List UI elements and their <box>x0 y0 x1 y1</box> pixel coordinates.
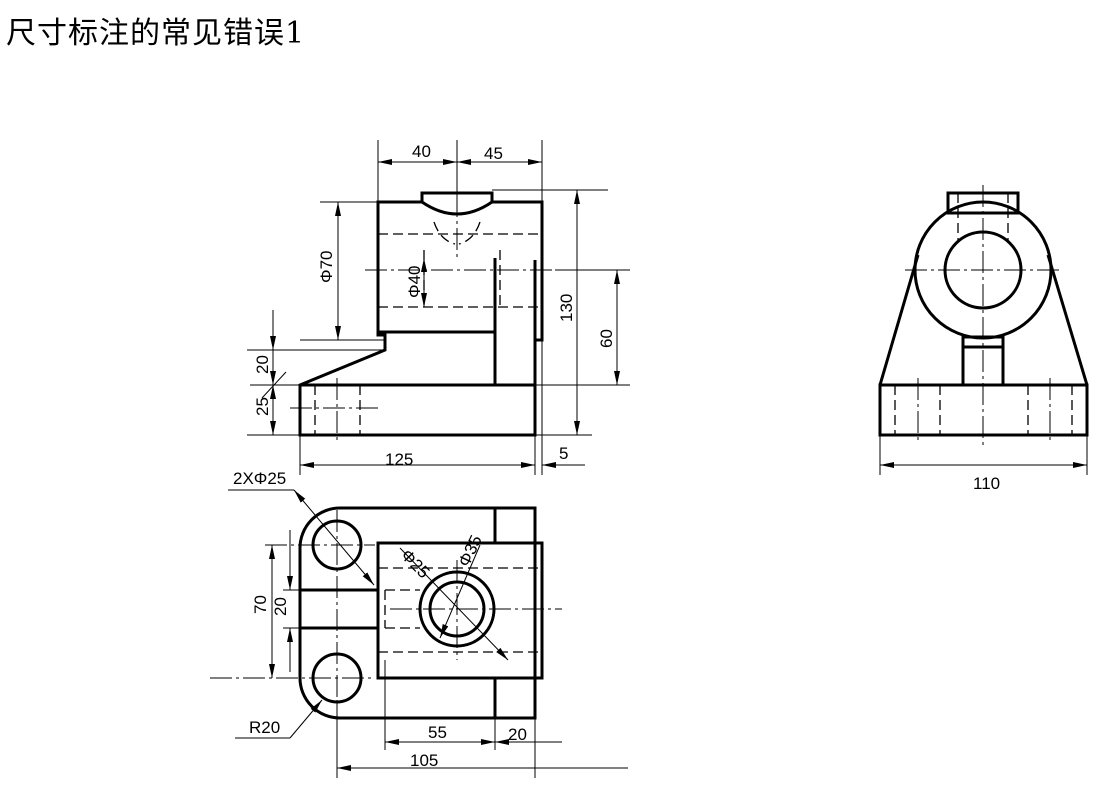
dim-text-25: 25 <box>253 397 272 416</box>
dim-text-45: 45 <box>484 144 503 163</box>
page-title: 尺寸标注的常见错误1 <box>6 16 306 51</box>
leader-slash <box>261 371 287 399</box>
dim-text-5: 5 <box>559 444 568 463</box>
front-view: 40 45 Φ70 Φ40 130 60 20 25 <box>247 140 630 475</box>
dim-text-55: 55 <box>428 723 447 742</box>
front-body-outline <box>298 191 544 437</box>
front-hole-hidden-right <box>458 221 481 245</box>
dim-text-20: 20 <box>271 597 290 616</box>
leader-phi25 <box>399 547 509 661</box>
top-body-outline <box>376 541 544 680</box>
top-view: 2XΦ25 Φ25 Φ35 70 20 R20 55 20 105 <box>210 469 628 778</box>
dim-text-phi70: Φ70 <box>317 251 336 283</box>
dim-text-125: 125 <box>385 450 413 469</box>
dim-text-phi35: Φ35 <box>455 532 486 570</box>
dim-text-110: 110 <box>973 474 1000 493</box>
dim-text-20-bottom: 20 <box>508 725 527 744</box>
dim-text-60: 60 <box>597 329 616 348</box>
dim-text-2xphi25: 2XΦ25 <box>233 469 286 488</box>
dim-text-130: 130 <box>557 294 576 322</box>
side-right-flank <box>1046 254 1089 386</box>
side-left-flank <box>878 254 920 386</box>
dim-text-20: 20 <box>253 355 272 374</box>
dim-text-r20: R20 <box>249 718 280 737</box>
dim-text-105: 105 <box>410 751 438 770</box>
leader-2xphi25 <box>293 489 375 586</box>
leader-phi35 <box>439 544 481 639</box>
leader-r20 <box>289 699 323 739</box>
front-hole-hidden-left <box>433 221 456 245</box>
dim-text-70: 70 <box>251 595 270 614</box>
dim-text-phi40: Φ40 <box>405 266 424 298</box>
side-view: 110 <box>878 185 1089 493</box>
dim-text-40: 40 <box>412 142 431 161</box>
